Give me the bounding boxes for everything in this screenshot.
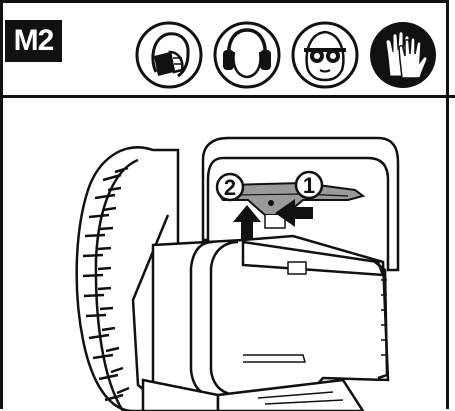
callout-1-number: 1 [303, 173, 315, 198]
dust-mask-icon [135, 21, 203, 89]
motor-body [151, 234, 390, 407]
callout-2-number: 2 [224, 175, 236, 200]
step-badge: M2 [5, 20, 62, 62]
upper-housing [201, 136, 400, 272]
lock-lever [216, 181, 366, 229]
saw-illustration: 1 2 [75, 136, 400, 411]
gloves-icon [370, 22, 436, 88]
arrow-lift-up-icon [233, 205, 261, 240]
arrow-press-left-icon [275, 199, 313, 227]
safety-glasses-icon [291, 21, 359, 89]
ear-protection-icon [213, 21, 281, 89]
saw-base [141, 378, 365, 411]
callout-1: 1 [294, 170, 324, 200]
panel-header: M2 [0, 0, 455, 98]
callout-2: 2 [215, 172, 245, 202]
